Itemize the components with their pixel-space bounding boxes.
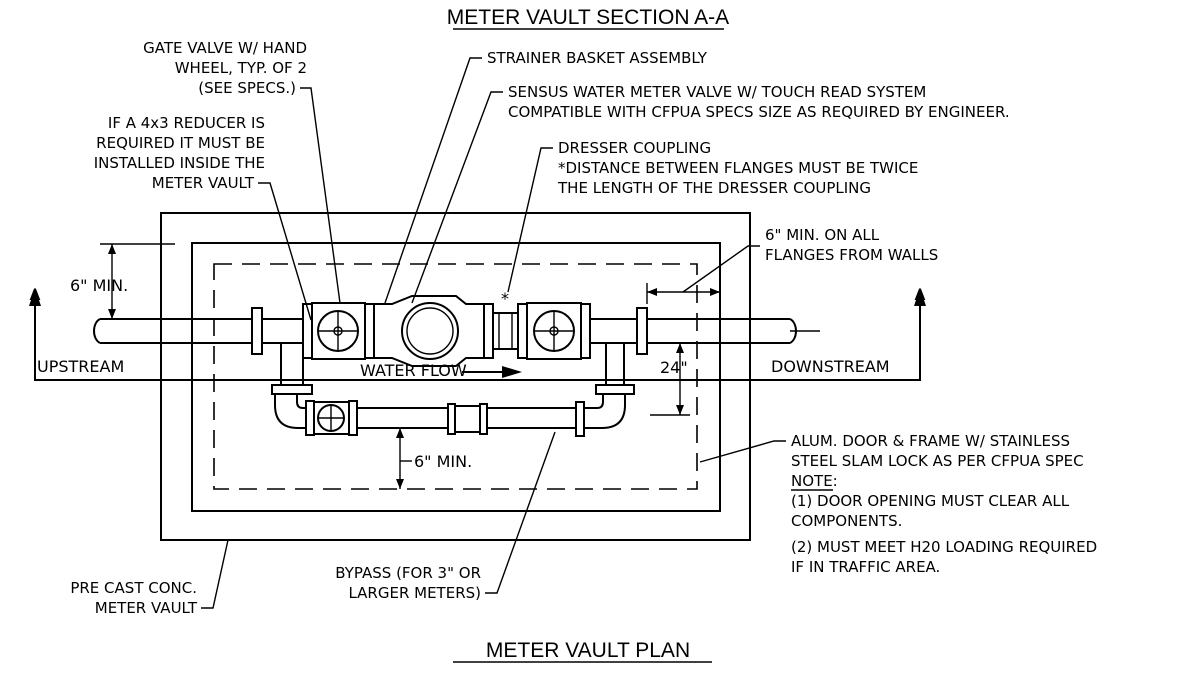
bypass-pipe xyxy=(271,343,635,437)
svg-text:REQUIRED IT MUST BE: REQUIRED IT MUST BE xyxy=(96,134,265,152)
title-bottom: METER VAULT PLAN xyxy=(486,639,690,662)
callout-strainer: STRAINER BASKET ASSEMBLY xyxy=(384,49,708,304)
svg-text:*DISTANCE BETWEEN FLANGES MUST: *DISTANCE BETWEEN FLANGES MUST BE TWICE xyxy=(558,159,918,177)
dim-24-text: 24" xyxy=(660,358,688,377)
dim-24 xyxy=(650,342,720,416)
svg-text:FLANGES FROM WALLS: FLANGES FROM WALLS xyxy=(765,246,938,264)
dim-flanges-walls xyxy=(646,245,760,304)
svg-text:(2) MUST MEET H20 LOADING REQU: (2) MUST MEET H20 LOADING REQUIRED xyxy=(791,538,1097,556)
vault-walls xyxy=(160,212,751,541)
water-flow-label: WATER FLOW xyxy=(360,361,467,380)
gate-valve-upstream xyxy=(311,302,366,360)
dim-six-min-bottom xyxy=(396,428,412,489)
svg-text:GATE VALVE W/ HAND: GATE VALVE W/ HAND xyxy=(143,39,307,57)
svg-text:SENSUS WATER METER VALVE W/ TO: SENSUS WATER METER VALVE W/ TOUCH READ S… xyxy=(508,83,926,101)
dresser-coupling xyxy=(492,312,519,350)
callout-vault: PRE CAST CONC. METER VAULT xyxy=(70,539,229,617)
section-cut-line xyxy=(29,288,926,381)
svg-text:NOTE:: NOTE: xyxy=(791,472,838,490)
callout-gate-valve: GATE VALVE W/ HAND WHEEL, TYP. OF 2 (SEE… xyxy=(143,39,341,304)
svg-text:STRAINER BASKET ASSEMBLY: STRAINER BASKET ASSEMBLY xyxy=(487,49,708,67)
svg-text:METER VAULT: METER VAULT xyxy=(95,599,198,617)
dim-six-min-bottom-text: 6" MIN. xyxy=(414,452,472,471)
callout-bypass: BYPASS (FOR 3" OR LARGER METERS) xyxy=(335,431,556,602)
svg-text:6" MIN. ON ALL: 6" MIN. ON ALL xyxy=(765,226,880,244)
downstream-label: DOWNSTREAM xyxy=(771,357,890,376)
section-mark-right: A xyxy=(915,285,926,304)
callout-six-flanges: 6" MIN. ON ALL FLANGES FROM WALLS xyxy=(765,226,938,264)
dim-six-min-left xyxy=(100,243,175,319)
door-opening-outline xyxy=(213,263,698,490)
svg-text:WHEEL, TYP. OF 2: WHEEL, TYP. OF 2 xyxy=(175,59,307,77)
title-top: METER VAULT SECTION A-A xyxy=(447,6,729,29)
svg-text:ALUM. DOOR & FRAME W/ STAINLES: ALUM. DOOR & FRAME W/ STAINLESS xyxy=(791,432,1070,450)
callout-reducer: IF A 4x3 REDUCER IS REQUIRED IT MUST BE … xyxy=(94,114,312,321)
svg-text:IF A 4x3 REDUCER IS: IF A 4x3 REDUCER IS xyxy=(108,114,265,132)
svg-text:COMPONENTS.: COMPONENTS. xyxy=(791,512,902,530)
callout-dresser: DRESSER COUPLING *DISTANCE BETWEEN FLANG… xyxy=(507,139,918,293)
svg-text:PRE CAST CONC.: PRE CAST CONC. xyxy=(70,579,197,597)
svg-text:STEEL SLAM LOCK AS PER CFPUA S: STEEL SLAM LOCK AS PER CFPUA SPEC xyxy=(791,452,1084,470)
svg-text:(SEE SPECS.): (SEE SPECS.) xyxy=(198,79,296,97)
svg-text:LARGER METERS): LARGER METERS) xyxy=(348,584,481,602)
svg-text:THE LENGTH OF THE DRESSER COUP: THE LENGTH OF THE DRESSER COUPLING xyxy=(557,179,871,197)
callout-door: ALUM. DOOR & FRAME W/ STAINLESS STEEL SL… xyxy=(699,432,1097,576)
svg-text:INSTALLED INSIDE THE: INSTALLED INSIDE THE xyxy=(94,154,265,172)
svg-text:DRESSER COUPLING: DRESSER COUPLING xyxy=(558,139,711,157)
callout-sensus: SENSUS WATER METER VALVE W/ TOUCH READ S… xyxy=(411,83,1010,304)
gate-valve-downstream xyxy=(526,302,582,360)
svg-text:BYPASS (FOR 3" OR: BYPASS (FOR 3" OR xyxy=(335,564,481,582)
upstream-label: UPSTREAM xyxy=(37,357,124,376)
main-flanges xyxy=(251,303,648,359)
strainer-meter-body xyxy=(373,295,485,367)
dim-six-min-left-text: 6" MIN. xyxy=(70,276,128,295)
dresser-asterisk: * xyxy=(501,289,509,308)
water-flow-arrow-head xyxy=(502,366,522,378)
svg-text:METER VAULT: METER VAULT xyxy=(152,174,255,192)
svg-text:COMPATIBLE WITH CFPUA SPECS SI: COMPATIBLE WITH CFPUA SPECS SIZE AS REQU… xyxy=(508,103,1010,121)
svg-text:IF IN TRAFFIC AREA.: IF IN TRAFFIC AREA. xyxy=(791,558,940,576)
section-mark-left: A xyxy=(30,285,41,304)
svg-text:(1) DOOR OPENING MUST CLEAR AL: (1) DOOR OPENING MUST CLEAR ALL xyxy=(791,492,1070,510)
